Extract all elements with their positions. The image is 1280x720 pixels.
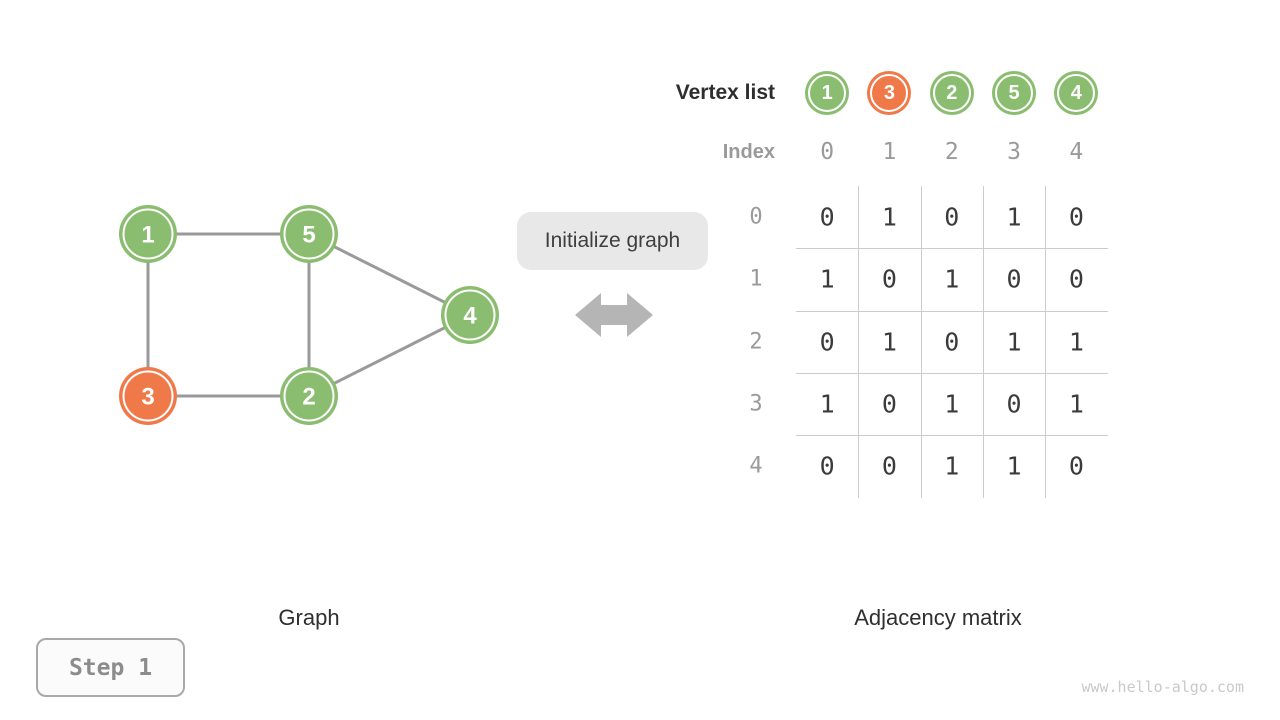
- adjacency-matrix: 0 1 0 1 0 1 0 1 0 0 0 1 0 1 1 1 0 1 0 1 0 0 1 1 0: [796, 186, 1108, 498]
- matrix-grid-line: [796, 310, 1108, 312]
- index-value-3: 3: [1007, 139, 1021, 165]
- matrix-row-label-1: 1: [749, 266, 763, 292]
- matrix-cell-0-3: 1: [1006, 202, 1022, 232]
- matrix-cell-4-3: 1: [1006, 451, 1022, 481]
- vertex-circle-1: 1: [805, 71, 850, 115]
- matrix-grid-line: [796, 248, 1108, 250]
- matrix-grid-line: [796, 435, 1108, 437]
- graph-node-value: 5: [302, 222, 315, 249]
- matrix-row-label-0: 0: [749, 204, 763, 230]
- matrix-cell-3-4: 1: [1068, 389, 1084, 419]
- matrix-grid-line: [796, 372, 1108, 374]
- matrix-cell-4-1: 0: [881, 451, 897, 481]
- graph-edge-5-4: [308, 232, 471, 317]
- graph-node-value: 2: [302, 384, 315, 411]
- graph-caption: Graph: [278, 605, 340, 630]
- graph-canvas: 1 5 4 3 2: [119, 205, 499, 425]
- matrix-grid-line: [858, 186, 860, 498]
- graph-node-4: 4: [441, 286, 499, 344]
- matrix-cell-2-2: 0: [944, 327, 960, 357]
- graph-node-value: 4: [463, 303, 477, 330]
- index-value-2: 2: [944, 139, 959, 165]
- matrix-cell-2-0: 0: [819, 327, 835, 357]
- vertex-circle-4: 4: [1054, 71, 1099, 115]
- matrix-cell-1-4: 0: [1068, 264, 1084, 294]
- matrix-cell-4-0: 0: [819, 451, 835, 481]
- matrix-row-label-4: 4: [749, 453, 763, 479]
- initialize-graph-label: Initialize graph: [517, 212, 708, 270]
- step-button[interactable]: Step 1: [36, 638, 185, 697]
- matrix-cell-0-1: 1: [881, 202, 897, 232]
- matrix-grid-line: [982, 186, 984, 498]
- matrix-grid-line: [920, 186, 922, 498]
- matrix-cell-0-0: 0: [819, 202, 835, 232]
- matrix-cell-3-0: 1: [819, 389, 835, 419]
- matrix-cell-3-2: 1: [944, 389, 960, 419]
- graph-node-5: 5: [280, 205, 338, 263]
- matrix-cell-3-1: 0: [881, 389, 897, 419]
- graph-edge-2-4: [308, 313, 471, 398]
- matrix-cell-4-2: 1: [944, 451, 960, 481]
- index-value-1: 1: [882, 139, 897, 165]
- graph-node-3: 3: [119, 367, 177, 425]
- vertex-circle-5: 5: [992, 71, 1037, 115]
- index-value-4: 4: [1069, 139, 1084, 165]
- matrix-cell-2-4: 1: [1068, 327, 1084, 357]
- matrix-cell-1-1: 0: [881, 264, 897, 294]
- index-value-0: 0: [820, 139, 835, 165]
- matrix-cell-3-3: 0: [1006, 389, 1022, 419]
- matrix-cell-1-2: 1: [944, 264, 960, 294]
- matrix-cell-0-4: 0: [1068, 202, 1084, 232]
- matrix-row-label-3: 3: [749, 391, 763, 417]
- matrix-cell-2-3: 1: [1006, 327, 1022, 357]
- vertex-circle-3: 3: [867, 71, 912, 115]
- graph-node-value: 3: [141, 384, 154, 411]
- graph-node-1: 1: [119, 205, 177, 263]
- matrix-cell-2-1: 1: [881, 327, 897, 357]
- matrix-cell-4-4: 0: [1068, 451, 1084, 481]
- matrix-row-label-2: 2: [749, 329, 763, 355]
- matrix-grid-line: [1045, 186, 1047, 498]
- vertex-circle-2: 2: [929, 71, 974, 115]
- index-label: Index: [722, 141, 775, 163]
- matrix-cell-0-2: 0: [944, 202, 960, 232]
- matrix-cell-1-0: 1: [819, 264, 835, 294]
- matrix-cell-1-3: 0: [1006, 264, 1022, 294]
- matrix-caption: Adjacency matrix: [854, 605, 1022, 630]
- site-url: www.hello-algo.com: [1081, 678, 1244, 696]
- vertex-list-label: Vertex list: [675, 81, 775, 104]
- double-horizontal-arrow-icon: [575, 293, 653, 337]
- graph-node-2: 2: [280, 367, 338, 425]
- graph-node-value: 1: [141, 222, 154, 249]
